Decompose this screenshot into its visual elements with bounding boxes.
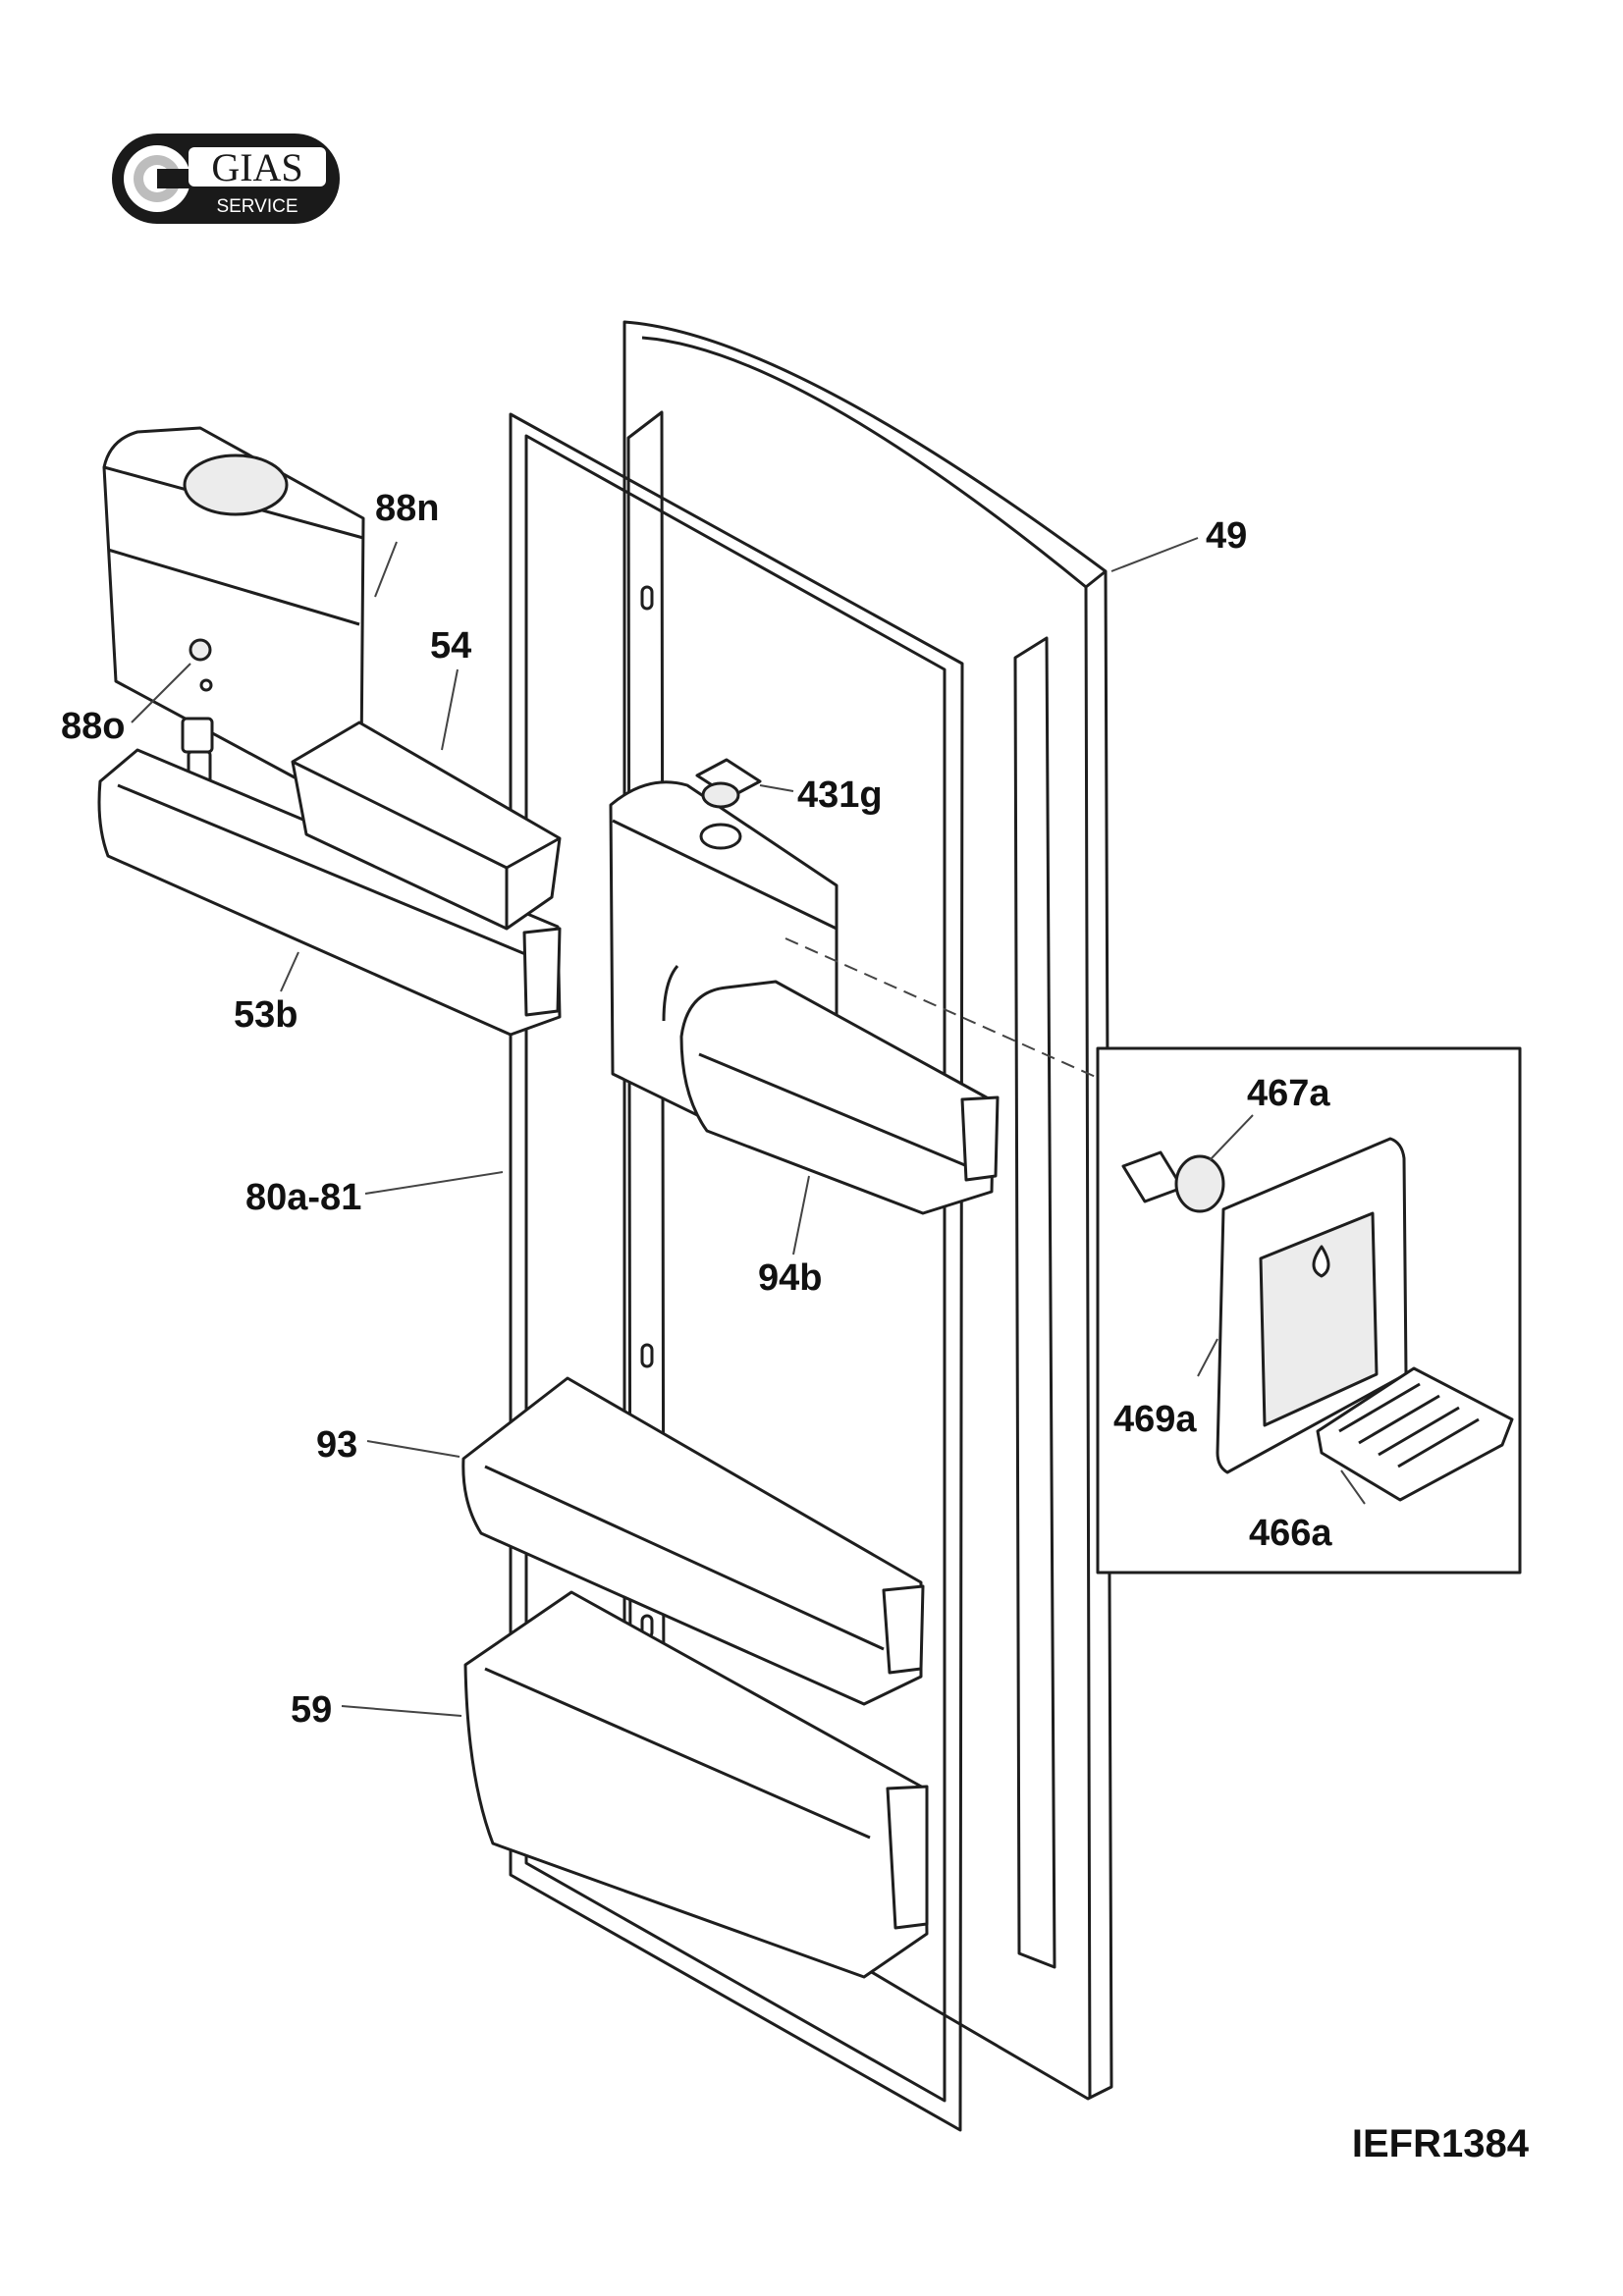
small-storage-box (291, 721, 562, 931)
leader-469a (1197, 1338, 1218, 1377)
leader-59 (341, 1705, 462, 1717)
leader-431g (759, 784, 794, 792)
water-tank (102, 426, 365, 779)
logo-subtitle-text: SERVICE (216, 196, 298, 217)
leader-93 (366, 1440, 460, 1458)
lower-shelf (461, 1376, 925, 1706)
part-label-49: 49 (1206, 515, 1247, 557)
leader-54 (441, 668, 459, 751)
part-label-80a-81: 80a-81 (245, 1177, 361, 1218)
door-outer-panel (622, 320, 1113, 2101)
logo-c-gap (157, 169, 192, 188)
leader-80a-81 (364, 1171, 504, 1195)
leader-53b (280, 951, 299, 992)
leader-88o (131, 663, 191, 723)
bottom-bin (463, 1590, 929, 1979)
leader-466a (1340, 1469, 1366, 1505)
dispenser-frame (1216, 1137, 1408, 1474)
part-label-94b: 94b (758, 1257, 822, 1299)
drip-tray (1316, 1366, 1514, 1502)
part-label-466a: 466a (1249, 1513, 1332, 1554)
part-label-88o: 88o (61, 706, 125, 747)
logo-brand-text: GIAS (211, 145, 302, 189)
dispenser-switch (1121, 1150, 1225, 1213)
part-label-431g: 431g (797, 774, 883, 816)
logo-word-box (189, 147, 326, 187)
leader-94b (792, 1175, 810, 1255)
part-label-88n: 88n (375, 488, 439, 529)
relation-leader (784, 937, 1099, 1079)
part-label-54: 54 (430, 625, 471, 667)
part-label-469a: 469a (1113, 1399, 1197, 1440)
tank-connector (695, 758, 762, 850)
gias-logo-graphic: GIAS SERVICE (112, 133, 340, 224)
part-label-467a: 467a (1247, 1073, 1330, 1114)
leader-49 (1110, 537, 1199, 572)
leader-467a (1209, 1114, 1254, 1161)
upper-left-shelf (97, 748, 562, 1037)
door-gasket-frame (509, 412, 964, 2132)
document-code: IEFR1384 (1351, 2122, 1529, 2165)
middle-shelf (679, 980, 1000, 1215)
part-label-59: 59 (291, 1689, 332, 1731)
part-label-93: 93 (316, 1424, 357, 1466)
leader-88n (374, 541, 398, 598)
part-label-53b: 53b (234, 994, 298, 1036)
gias-service-logo: GIAS SERVICE (110, 132, 342, 226)
